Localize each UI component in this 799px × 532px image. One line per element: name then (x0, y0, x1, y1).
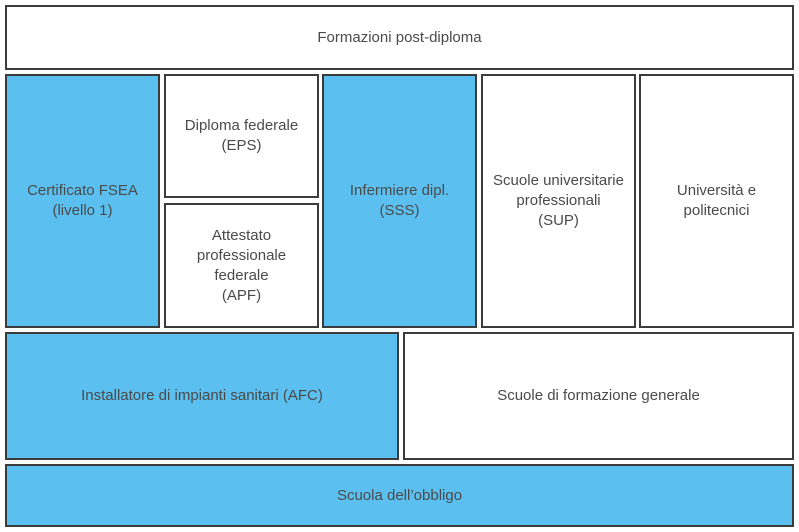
attestato-professionale-label: Attestato professionale federale (APF) (196, 226, 287, 304)
scuole-universitarie-box: Scuole universitarie professionali (SUP) (481, 74, 636, 328)
universita-box: Università e politecnici (639, 74, 794, 328)
diploma-federale-box: Diploma federale (EPS) (164, 74, 319, 198)
infermiere-box: Infermiere dipl. (SSS) (322, 74, 477, 328)
formazione-generale-box: Scuole di formazione generale (403, 332, 794, 460)
scuole-universitarie-label: Scuole universitarie professionali (SUP) (493, 172, 624, 229)
universita-label: Università e politecnici (676, 182, 757, 219)
post-diploma-label: Formazioni post-diploma (317, 28, 482, 46)
post-diploma-box: Formazioni post-diploma (5, 5, 794, 70)
scuola-obbligo-box: Scuola dell’obbligo (5, 464, 794, 527)
certificato-fsea-box: Certificato FSEA (livello 1) (5, 74, 160, 328)
certificato-fsea-label: Certificato FSEA (livello 1) (27, 182, 138, 219)
scuola-obbligo-label: Scuola dell’obbligo (336, 486, 463, 504)
installatore-box: Installatore di impianti sanitari (AFC) (5, 332, 399, 460)
installatore-label: Installatore di impianti sanitari (AFC) (81, 387, 323, 404)
infermiere-label: Infermiere dipl. (SSS) (349, 182, 450, 219)
attestato-professionale-box: Attestato professionale federale (APF) (164, 203, 319, 328)
formazione-generale-label: Scuole di formazione generale (497, 387, 700, 404)
diploma-federale-label: Diploma federale (EPS) (184, 117, 299, 154)
